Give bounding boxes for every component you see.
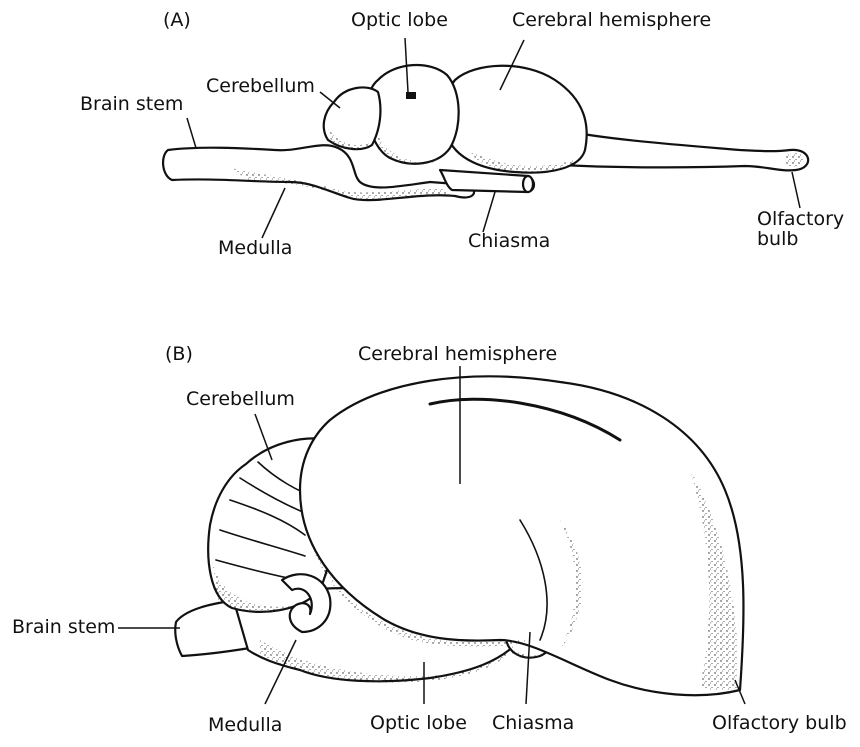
b-label-olfactory-bulb: Olfactory bulb: [712, 713, 847, 734]
a-label-optic-lobe: Optic lobe: [351, 10, 448, 31]
a-cerebral-hemisphere-shape: [444, 66, 587, 173]
a-label-cerebellum: Cerebellum: [206, 76, 315, 97]
a-label-medulla: Medulla: [218, 238, 292, 259]
panel-b-tag: (B): [165, 344, 193, 365]
b-label-chiasma: Chiasma: [492, 713, 574, 734]
a-label-brain-stem: Brain stem: [80, 94, 183, 115]
b-label-optic-lobe: Optic lobe: [370, 713, 467, 734]
b-label-medulla: Medulla: [208, 715, 282, 736]
b-label-brain-stem: Brain stem: [12, 617, 115, 638]
panel-a-tag: (A): [163, 10, 191, 31]
a-olfactory-tract-shape: [560, 130, 808, 170]
b-label-cerebellum: Cerebellum: [186, 389, 295, 410]
a-label-cerebral-hemisphere: Cerebral hemisphere: [512, 10, 711, 31]
a-label-olfactory-bulb: Olfactory bulb: [757, 210, 844, 250]
a-label-chiasma: Chiasma: [468, 231, 550, 252]
b-label-cerebral-hemisphere: Cerebral hemisphere: [358, 344, 557, 365]
